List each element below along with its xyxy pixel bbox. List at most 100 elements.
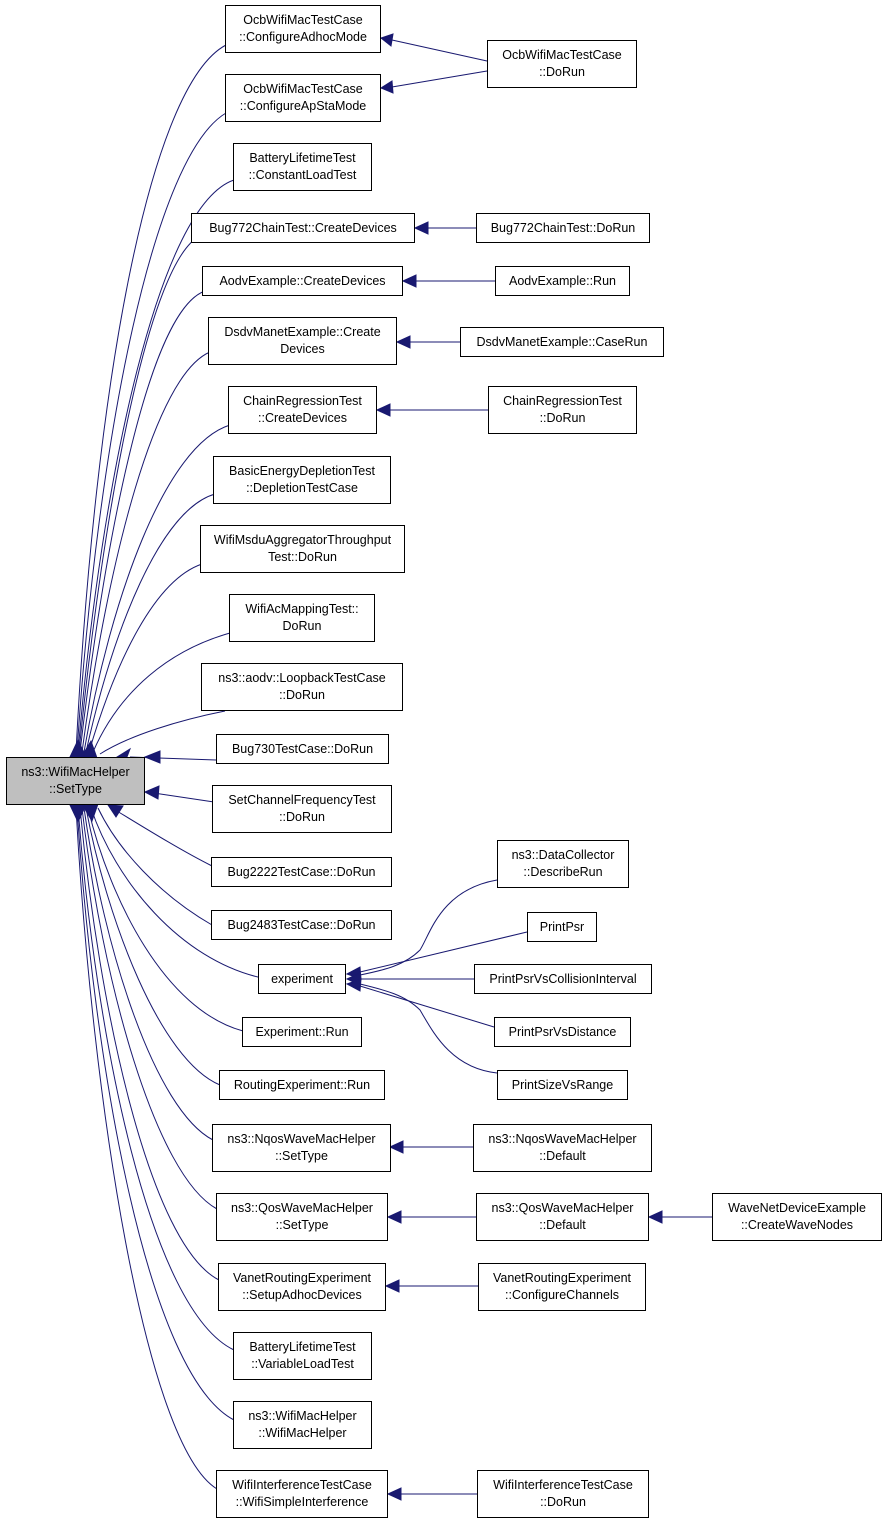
node-nqos-wave-default[interactable]: ns3::NqosWaveMacHelper ::Default bbox=[473, 1124, 652, 1172]
node-label-line2: ::CreateWaveNodes bbox=[740, 1218, 854, 1232]
node-aodv-run[interactable]: AodvExample::Run bbox=[495, 266, 630, 296]
edge-printpsr-dist-to-experiment bbox=[359, 985, 495, 1028]
node-label-line1: ns3::NqosWaveMacHelper bbox=[227, 1132, 376, 1146]
node-label-line1: OcbWifiMacTestCase bbox=[502, 48, 622, 62]
node-label-line2: ::DoRun bbox=[539, 411, 586, 425]
arrowhead-root-bug730 bbox=[143, 750, 161, 764]
arrowhead-vanet bbox=[384, 1279, 400, 1293]
arrowhead-wifiint bbox=[386, 1487, 402, 1501]
node-ocb-dorun[interactable]: OcbWifiMacTestCase ::DoRun bbox=[487, 40, 637, 88]
node-battery-constant-load-test[interactable]: BatteryLifetimeTest ::ConstantLoadTest bbox=[233, 143, 372, 191]
edge-vanet-to-root bbox=[79, 807, 220, 1281]
node-label-line2: ::WifiSimpleInterference bbox=[235, 1495, 369, 1509]
node-print-psr-vs-distance[interactable]: PrintPsrVsDistance bbox=[494, 1017, 631, 1047]
node-chain-create-devices[interactable]: ChainRegressionTest ::CreateDevices bbox=[228, 386, 377, 434]
node-bug730-dorun[interactable]: Bug730TestCase::DoRun bbox=[216, 734, 389, 764]
node-label-line2: ::DepletionTestCase bbox=[246, 481, 358, 495]
arrowhead-apsta bbox=[379, 80, 394, 94]
node-label-line1: ns3::WifiMacHelper bbox=[21, 765, 130, 779]
node-label-line2: ::WifiMacHelper bbox=[258, 1426, 347, 1440]
edge-chain-to-root bbox=[83, 424, 231, 753]
node-set-channel-frequency-dorun[interactable]: SetChannelFrequencyTest ::DoRun bbox=[212, 785, 392, 833]
node-bug2483-dorun[interactable]: Bug2483TestCase::DoRun bbox=[211, 910, 392, 940]
node-label-line1: ns3::DataCollector bbox=[511, 848, 615, 862]
node-bug772-dorun[interactable]: Bug772ChainTest::DoRun bbox=[476, 213, 650, 243]
node-label-line1: ChainRegressionTest bbox=[503, 394, 622, 408]
node-print-size-vs-range[interactable]: PrintSizeVsRange bbox=[497, 1070, 628, 1100]
node-label-line1: RoutingExperiment::Run bbox=[233, 1077, 371, 1092]
arrowhead-dsdv bbox=[395, 335, 411, 349]
arrowhead-adhoc bbox=[379, 33, 394, 47]
edge-experiment-run-to-root bbox=[87, 807, 244, 1032]
node-label-line1: VanetRoutingExperiment bbox=[232, 1271, 372, 1285]
node-label-line2: ::DoRun bbox=[279, 810, 325, 824]
node-wifi-interference-dorun[interactable]: WifiInterferenceTestCase ::DoRun bbox=[477, 1470, 649, 1518]
edge-printsize-to-experiment bbox=[359, 983, 498, 1074]
node-bug772-create-devices[interactable]: Bug772ChainTest::CreateDevices bbox=[191, 213, 415, 243]
node-nqos-wave-settype[interactable]: ns3::NqosWaveMacHelper ::SetType bbox=[212, 1124, 391, 1172]
edge-nqos-to-root bbox=[83, 807, 214, 1141]
edge-printpsr-to-experiment bbox=[359, 931, 528, 973]
node-experiment[interactable]: experiment bbox=[258, 964, 346, 994]
node-label-line2: ::ConfigureChannels bbox=[505, 1288, 619, 1302]
node-root-wifimachelper-settype: ns3::WifiMacHelper ::SetType bbox=[6, 757, 145, 805]
node-label-line1: AodvExample::CreateDevices bbox=[219, 273, 386, 288]
node-label-line1: WifiAcMappingTest:: bbox=[245, 602, 359, 616]
node-aodv-loopback-dorun[interactable]: ns3::aodv::LoopbackTestCase ::DoRun bbox=[201, 663, 403, 711]
node-qos-wave-default[interactable]: ns3::QosWaveMacHelper ::Default bbox=[476, 1193, 649, 1241]
node-print-psr[interactable]: PrintPsr bbox=[527, 912, 597, 942]
edge-msdu-to-root bbox=[88, 563, 203, 753]
node-label-line2: Devices bbox=[280, 342, 325, 356]
node-battery-variable-load-test[interactable]: BatteryLifetimeTest ::VariableLoadTest bbox=[233, 1332, 372, 1380]
edge-dsdv-to-root bbox=[81, 351, 211, 753]
node-routing-experiment-run[interactable]: RoutingExperiment::Run bbox=[219, 1070, 385, 1100]
node-label-line2: ::ConfigureApStaMode bbox=[239, 99, 367, 113]
node-wifi-interference-simple[interactable]: WifiInterferenceTestCase ::WifiSimpleInt… bbox=[216, 1470, 388, 1518]
node-ocb-configure-apsta-mode[interactable]: OcbWifiMacTestCase ::ConfigureApStaMode bbox=[225, 74, 381, 122]
node-basic-energy-depletion[interactable]: BasicEnergyDepletionTest ::DepletionTest… bbox=[213, 456, 391, 504]
node-wave-create-wave-nodes[interactable]: WaveNetDeviceExample ::CreateWaveNodes bbox=[712, 1193, 882, 1241]
node-vanet-setup-adhoc-devices[interactable]: VanetRoutingExperiment ::SetupAdhocDevic… bbox=[218, 1263, 386, 1311]
node-label-line1: ChainRegressionTest bbox=[243, 394, 362, 408]
node-label-line1: BasicEnergyDepletionTest bbox=[229, 464, 375, 478]
edge-qos-to-root bbox=[81, 807, 218, 1210]
node-label-line2: ::VariableLoadTest bbox=[251, 1357, 354, 1371]
node-aodv-create-devices[interactable]: AodvExample::CreateDevices bbox=[202, 266, 403, 296]
node-label-line1: WifiInterferenceTestCase bbox=[232, 1478, 372, 1492]
node-label-line1: PrintPsrVsCollisionInterval bbox=[489, 971, 637, 986]
node-ac-mapping-dorun[interactable]: WifiAcMappingTest:: DoRun bbox=[229, 594, 375, 642]
node-label-line2: ::SetType bbox=[275, 1149, 328, 1163]
node-label-line1: experiment bbox=[271, 971, 333, 986]
node-dsdv-caserun[interactable]: DsdvManetExample::CaseRun bbox=[460, 327, 664, 357]
node-experiment-run[interactable]: Experiment::Run bbox=[242, 1017, 362, 1047]
edge-experiment-to-root bbox=[90, 807, 263, 979]
node-label-line1: WifiInterferenceTestCase bbox=[493, 1478, 633, 1492]
node-label-line2: DoRun bbox=[282, 619, 322, 633]
node-data-collector-describe-run[interactable]: ns3::DataCollector ::DescribeRun bbox=[497, 840, 629, 888]
node-label-line1: ns3::NqosWaveMacHelper bbox=[488, 1132, 637, 1146]
edge-battery-const-to-root bbox=[77, 179, 235, 753]
arrowhead-experiment-bottom bbox=[345, 978, 362, 992]
node-vanet-configure-channels[interactable]: VanetRoutingExperiment ::ConfigureChanne… bbox=[478, 1263, 646, 1311]
edge-wifiint-to-root bbox=[75, 807, 218, 1490]
node-label-line1: WifiMsduAggregatorThroughput bbox=[213, 533, 392, 547]
node-label-line1: ns3::WifiMacHelper bbox=[248, 1409, 357, 1423]
edge-ocb-dorun-to-apsta bbox=[391, 70, 488, 88]
node-label-line2: ::ConstantLoadTest bbox=[248, 168, 357, 182]
node-qos-wave-settype[interactable]: ns3::QosWaveMacHelper ::SetType bbox=[216, 1193, 388, 1241]
node-dsdv-create-devices[interactable]: DsdvManetExample::Create Devices bbox=[208, 317, 397, 365]
node-label-line1: BatteryLifetimeTest bbox=[249, 1340, 356, 1354]
node-bug2222-dorun[interactable]: Bug2222TestCase::DoRun bbox=[211, 857, 392, 887]
arrowhead-bug772 bbox=[413, 221, 429, 235]
node-label-line2: Test::DoRun bbox=[268, 550, 337, 564]
node-label-line2: ::DoRun bbox=[539, 65, 585, 79]
node-label-line2: ::DoRun bbox=[279, 688, 325, 702]
node-wifimachelper-ctor[interactable]: ns3::WifiMacHelper ::WifiMacHelper bbox=[233, 1401, 372, 1449]
node-msdu-aggregator-dorun[interactable]: WifiMsduAggregatorThroughput Test::DoRun bbox=[200, 525, 405, 573]
edge-loopback-to-root bbox=[99, 710, 226, 755]
node-ocb-configure-adhoc-mode[interactable]: OcbWifiMacTestCase ::ConfigureAdhocMode bbox=[225, 5, 381, 53]
node-chain-dorun[interactable]: ChainRegressionTest ::DoRun bbox=[488, 386, 637, 434]
arrowhead-root-setchan bbox=[143, 785, 160, 800]
node-print-psr-vs-collision-interval[interactable]: PrintPsrVsCollisionInterval bbox=[474, 964, 652, 994]
